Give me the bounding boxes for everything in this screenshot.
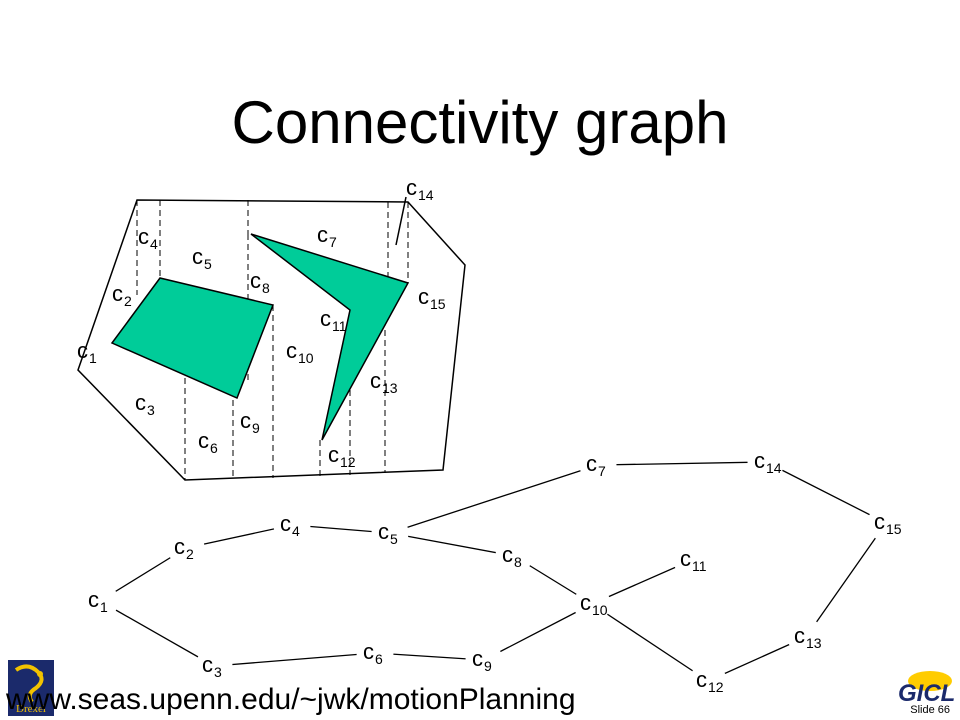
graph-node-c12: c12	[689, 662, 727, 700]
region-label-c11: c11	[320, 306, 347, 334]
region-label-c5: c5	[192, 244, 212, 272]
graph-node-label-c8: c8	[502, 542, 522, 570]
graph-node-label-c13: c13	[794, 623, 822, 651]
cell-dividers	[136, 200, 409, 480]
graph-node-c4: c4	[273, 506, 311, 544]
graph-edge-c10-c9	[483, 603, 593, 661]
graph-node-c1: c1	[81, 582, 119, 620]
graph-node-c8: c8	[495, 537, 533, 575]
region-label-c6: c6	[198, 428, 218, 456]
slide-number: Slide 66	[910, 704, 950, 716]
graph-node-label-c7: c7	[586, 451, 606, 479]
graph-node-label-c3: c3	[202, 652, 222, 680]
graph-node-label-c10: c10	[580, 590, 608, 618]
drexel-logo: Drexel	[8, 660, 54, 716]
graph-node-backdrop	[867, 504, 905, 542]
graph-edge-c1-c3	[99, 600, 215, 667]
graph-node-c7: c7	[579, 446, 617, 484]
graph-node-label-c12: c12	[696, 667, 724, 695]
graph-edge-c15-c13	[805, 522, 887, 638]
graph-node-backdrop	[787, 618, 825, 656]
region-label-c12: c12	[328, 442, 356, 470]
graph-node-c14: c14	[747, 443, 785, 481]
gicl-logo-text: GICL	[898, 680, 954, 704]
graph-node-backdrop	[371, 514, 409, 552]
graph-node-c2: c2	[167, 529, 205, 567]
graph-node-c3: c3	[195, 647, 233, 685]
region-label-c7: c7	[317, 222, 337, 250]
graph-node-label-c5: c5	[378, 519, 398, 547]
obstacle-chevron	[250, 233, 410, 441]
region-label-c3: c3	[135, 390, 155, 418]
region-label-c2: c2	[112, 281, 132, 309]
graph-edge-c12-c10	[591, 603, 709, 682]
graph-node-c9: c9	[465, 641, 503, 679]
graph-node-c6: c6	[356, 634, 394, 672]
graph-node-c15: c15	[867, 504, 905, 542]
region-label-c15: c15	[418, 284, 446, 312]
graph-node-backdrop	[465, 641, 503, 679]
graph-node-backdrop	[81, 582, 119, 620]
graph-node-c5: c5	[371, 514, 409, 552]
graph-node-label-c14: c14	[754, 448, 782, 476]
graph-node-c11: c11	[673, 541, 711, 579]
graph-node-label-c9: c9	[472, 646, 492, 674]
region-label-c10: c10	[286, 338, 314, 366]
c14-pointer-line	[395, 196, 407, 246]
graph-node-backdrop	[689, 662, 727, 700]
graph-node-backdrop	[579, 446, 617, 484]
graph-node-label-c6: c6	[363, 639, 383, 667]
graph-node-label-c4: c4	[280, 511, 300, 539]
region-label-c9: c9	[240, 408, 260, 436]
graph-edge-c7-c14	[597, 461, 767, 466]
region-label-c13: c13	[370, 368, 398, 396]
region-label-c8: c8	[250, 268, 270, 296]
graph-node-label-c1: c1	[88, 587, 108, 615]
graph-node-backdrop	[495, 537, 533, 575]
graph-node-backdrop	[195, 647, 233, 685]
region-label-c1: c1	[77, 338, 97, 366]
graph-edge-c5-c8	[389, 532, 515, 557]
graph-edge-c6-c3	[213, 652, 376, 667]
graph-node-backdrop	[573, 585, 611, 623]
graph-node-label-c2: c2	[174, 534, 194, 562]
graph-node-c13: c13	[787, 618, 825, 656]
gicl-logo: GICL	[898, 671, 954, 704]
graph-nodes: c1 c2 c3 c4 c5 c6 c7 c8 c9 c10 c11 c12 c13 c14 c15	[81, 443, 905, 700]
graph-edge-c14-c15	[765, 461, 887, 524]
graph-node-label-c15: c15	[874, 509, 902, 537]
graph-edge-c5-c7	[389, 464, 599, 534]
drexel-logo-text: Drexel	[16, 703, 46, 715]
slide-title: Connectivity graph	[231, 89, 729, 156]
graph-node-backdrop	[747, 443, 785, 481]
graph-node-label-c11: c11	[680, 546, 707, 574]
graph-node-backdrop	[356, 634, 394, 672]
region-label-c14: c14	[406, 175, 434, 203]
graph-node-backdrop	[673, 541, 711, 579]
obstacle-quad	[110, 277, 275, 400]
graph-node-backdrop	[273, 506, 311, 544]
source-url[interactable]: www.seas.upenn.edu/~jwk/motionPlanning	[6, 683, 576, 716]
graph-node-backdrop	[167, 529, 205, 567]
graph-node-c10: c10	[573, 585, 611, 623]
region-label-c4: c4	[138, 224, 158, 252]
